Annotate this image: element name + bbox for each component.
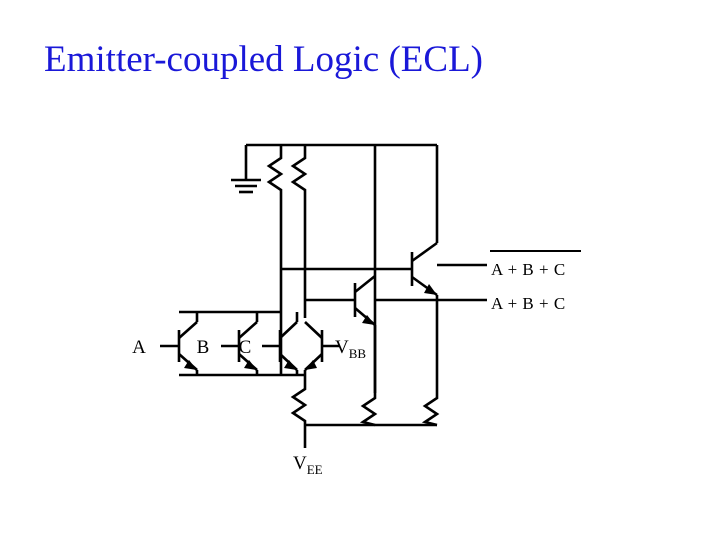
transistor-a [160, 312, 199, 375]
transistor-vbb [303, 321, 340, 375]
input-label-c: C [239, 337, 252, 358]
vee-label: VEE [293, 453, 323, 477]
vee-rail [303, 423, 437, 448]
collector-resistor-1 [266, 145, 284, 375]
vbb-label-subscript: BB [349, 346, 367, 361]
output-label-nor: A + B + C [491, 260, 566, 279]
vbb-label: VBB [335, 337, 366, 361]
transistor-c [262, 312, 299, 375]
transistor-follower-or [353, 274, 377, 393]
emitter-resistor-1 [290, 375, 308, 425]
input-label-b: B [197, 337, 210, 358]
output-label-or: A + B + C [491, 294, 566, 313]
emitter-resistor-2 [359, 393, 378, 427]
vee-label-subscript: EE [307, 462, 323, 477]
transistor-b [221, 312, 259, 375]
vee-label-main: V [293, 453, 307, 474]
vbb-label-main: V [335, 337, 349, 358]
transistor-follower-nor [410, 228, 439, 393]
ground-icon [231, 145, 261, 194]
collector-resistor-2 [290, 145, 308, 318]
emitter-resistor-3 [421, 393, 440, 427]
input-label-a: A [132, 337, 146, 358]
page-title: Emitter-coupled Logic (ECL) [44, 39, 483, 80]
